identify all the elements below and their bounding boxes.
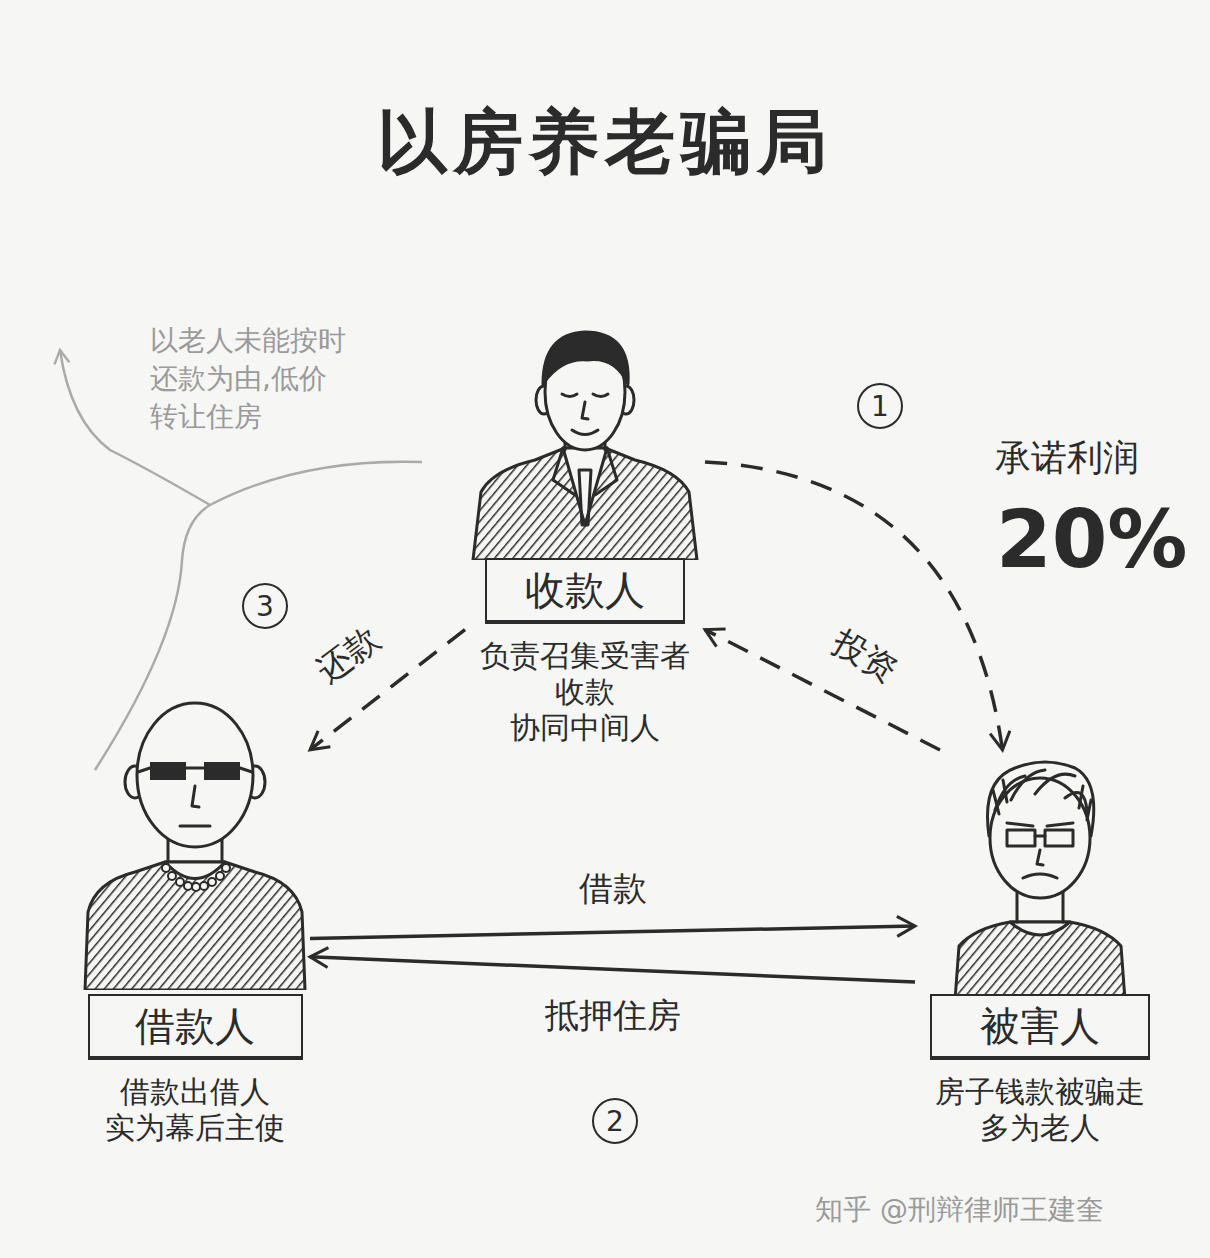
promise-text: 承诺利润 — [995, 436, 1139, 480]
person-figure — [465, 320, 705, 560]
person-node: 被害人房子钱款被骗走 多为老人 — [915, 750, 1165, 1150]
edge-label: 投资 — [822, 619, 908, 692]
leader-line — [95, 462, 422, 770]
edge-label: 抵押住房 — [541, 995, 685, 1035]
callout-number: 3 — [242, 583, 288, 629]
dashed-arrow — [705, 462, 1003, 750]
percent-figure: 20% — [996, 494, 1187, 586]
person-figure — [915, 750, 1165, 1000]
role-description: 房子钱款被骗走 多为老人 — [935, 1074, 1145, 1146]
callout-number: 1 — [857, 383, 903, 429]
diagram-title: 以房养老骗局 — [0, 100, 1210, 184]
name-box: 被害人 — [930, 994, 1150, 1060]
role-description: 借款出借人 实为幕后主使 — [105, 1074, 285, 1146]
dashed-arrow — [705, 630, 940, 750]
callout-number: 2 — [592, 1098, 638, 1144]
person-node: 借款人借款出借人 实为幕后主使 — [80, 690, 310, 1150]
person-figure — [80, 690, 310, 990]
person-node: 收款人负责召集受害者 收款 协同中间人 — [465, 320, 705, 750]
solid-arrow — [310, 926, 915, 938]
name-box: 借款人 — [88, 994, 303, 1060]
role-description: 负责召集受害者 收款 协同中间人 — [480, 638, 690, 746]
watermark: 知乎 @刑辩律师王建奎 — [815, 1192, 1104, 1228]
edge-label: 还款 — [305, 615, 390, 693]
name-box: 收款人 — [485, 558, 685, 624]
edge-label: 借款 — [575, 868, 651, 908]
solid-arrow — [310, 957, 915, 982]
note-text: 以老人未能按时 还款为由,低价 转让住房 — [150, 322, 346, 436]
